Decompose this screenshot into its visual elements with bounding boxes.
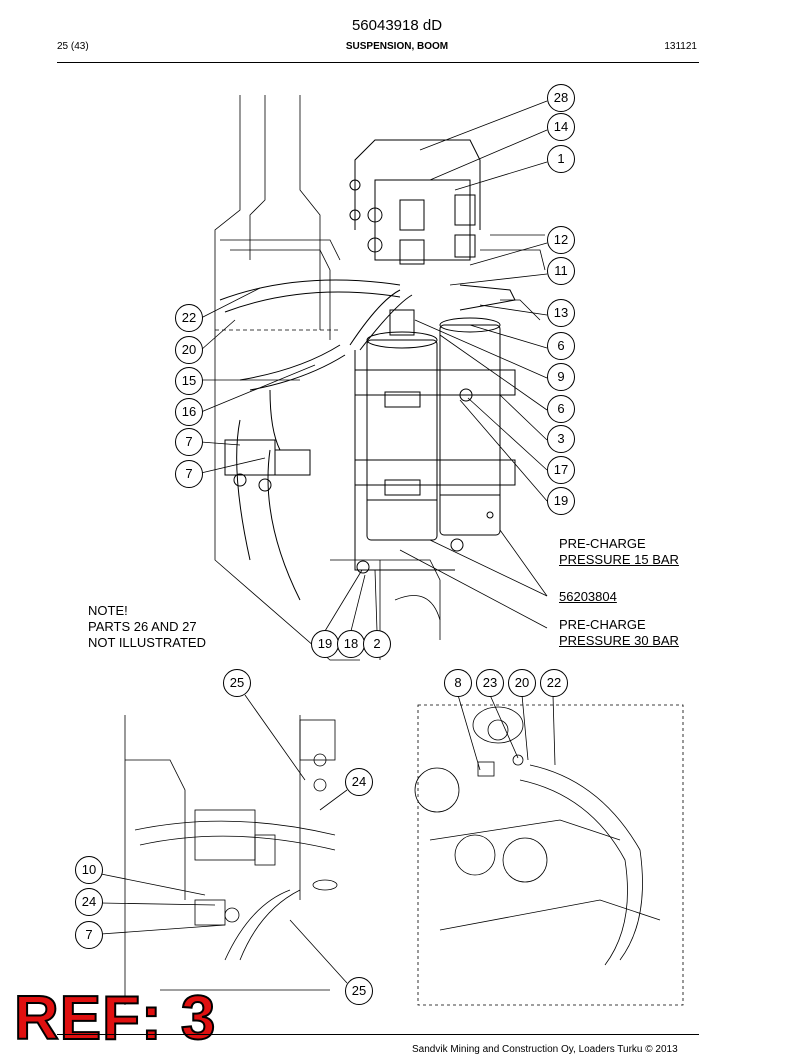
document-date: 131121 (664, 41, 697, 52)
callout-20: 20 (175, 336, 203, 364)
callout-25: 25 (223, 669, 251, 697)
callout-19: 19 (311, 630, 339, 658)
precharge-15-annotation: PRE-CHARGE PRESSURE 15 BAR (559, 536, 679, 568)
callout-22: 22 (175, 304, 203, 332)
callout-15: 15 (175, 367, 203, 395)
precharge-30-line2: PRESSURE 30 BAR (559, 633, 679, 648)
accumulator-30bar (439, 317, 501, 536)
leader-lines-main (200, 100, 548, 632)
footer-rule (57, 1034, 699, 1035)
callout-9: 9 (547, 363, 575, 391)
callout-13: 13 (547, 299, 575, 327)
note-parts-not-illustrated: NOTE! PARTS 26 AND 27 NOT ILLUSTRATED (88, 603, 206, 651)
callout-28: 28 (547, 84, 575, 112)
note-line: NOT ILLUSTRATED (88, 635, 206, 650)
detail-left-view (124, 715, 338, 1005)
callout-12: 12 (547, 226, 575, 254)
callout-2: 2 (363, 630, 391, 658)
precharge-15-line1: PRE-CHARGE (559, 536, 646, 551)
callout-16: 16 (175, 398, 203, 426)
callout-18: 18 (337, 630, 365, 658)
callout-11: 11 (547, 257, 575, 285)
callout-6: 6 (547, 395, 575, 423)
note-line: PARTS 26 AND 27 (88, 619, 197, 634)
callout-7: 7 (175, 428, 203, 456)
detail-right-view (414, 704, 684, 1006)
callout-24: 24 (75, 888, 103, 916)
callout-17: 17 (547, 456, 575, 484)
leader-lines-detail-right (457, 694, 556, 771)
callout-24: 24 (345, 768, 373, 796)
callout-20: 20 (508, 669, 536, 697)
accumulator-clamps (354, 369, 516, 496)
ref-stamp: REF: 3 (13, 983, 217, 1054)
callout-14: 14 (547, 113, 575, 141)
precharge-15-line2: PRESSURE 15 BAR (559, 552, 679, 567)
fittings-left (224, 439, 311, 492)
document-number: 56043918 dD (351, 17, 443, 34)
note-line: NOTE! (88, 603, 128, 618)
footer-copyright: Sandvik Mining and Construction Oy, Load… (412, 1044, 678, 1055)
precharge-30-line1: PRE-CHARGE (559, 617, 646, 632)
callout-19: 19 (547, 487, 575, 515)
leader-lines-detail-left (100, 694, 348, 984)
valve-block (349, 139, 481, 265)
callout-25: 25 (345, 977, 373, 1005)
precharge-30-annotation: PRE-CHARGE PRESSURE 30 BAR (559, 617, 679, 649)
callout-1: 1 (547, 145, 575, 173)
callout-3: 3 (547, 425, 575, 453)
callout-22: 22 (540, 669, 568, 697)
section-title: SUSPENSION, BOOM (345, 41, 449, 52)
mounting-plate (354, 350, 464, 574)
callout-23: 23 (476, 669, 504, 697)
header-rule (57, 62, 699, 63)
page-number: 25 (43) (57, 41, 89, 52)
callout-7: 7 (75, 921, 103, 949)
callout-8: 8 (444, 669, 472, 697)
callout-6: 6 (547, 332, 575, 360)
accumulator-15bar (366, 309, 438, 541)
callout-10: 10 (75, 856, 103, 884)
callout-7: 7 (175, 460, 203, 488)
accumulator-part-number: 56203804 (559, 589, 617, 604)
